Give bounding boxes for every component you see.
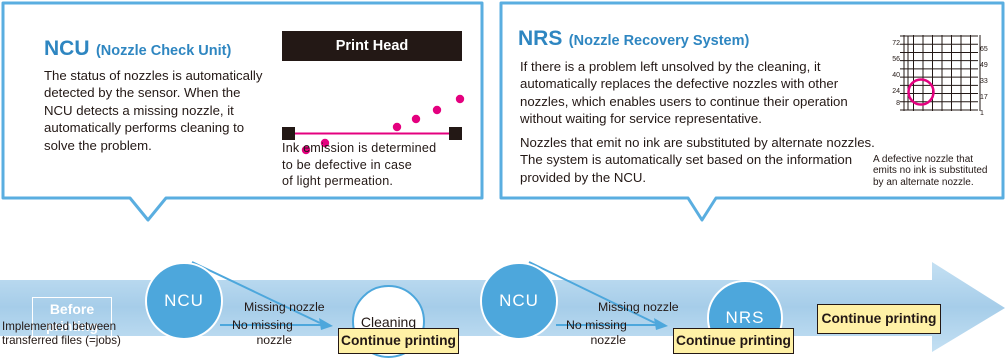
continue-printing-main: Continue printing (817, 304, 941, 334)
grid-number-8: 8 (896, 100, 900, 107)
grid-number-72: 72 (892, 40, 900, 47)
ncu-circle-2: NCU (480, 262, 558, 340)
nrs-panel-title: NRS (Nozzle Recovery System) (518, 27, 749, 51)
ncu-panel-title: NCU (Nozzle Check Unit) (44, 37, 231, 61)
ink-dots (301, 94, 465, 155)
grid-right-numbers: 65 49 33 17 1 (980, 42, 1000, 122)
nrs-callout-box (499, 1, 1005, 222)
nrs-paragraph-2: Nozzles that emit no ink are substituted… (520, 135, 875, 185)
continue-printing-2: Continue printing (673, 328, 794, 354)
grid-number-17: 17 (980, 94, 988, 101)
flow-arrowheads (319, 318, 668, 330)
footnote: Implemented between transferred files (=… (2, 320, 121, 347)
ncu-title: NCU (44, 37, 90, 60)
grid-caption: A defective nozzle that emits no ink is … (873, 154, 988, 188)
grid-number-56: 56 (892, 56, 900, 63)
grid-number-1: 1 (980, 110, 984, 117)
grid-number-24: 24 (892, 88, 900, 95)
no-missing-label-2: No missing nozzle (566, 318, 627, 347)
grid-number-49: 49 (980, 62, 988, 69)
continue-printing-1: Continue printing (338, 328, 459, 354)
before-printing-box: Before printing (32, 297, 112, 339)
missing-nozzle-label-2: Missing nozzle (598, 300, 679, 314)
nrs-title: NRS (518, 27, 563, 50)
grid-number-65: 65 (980, 46, 988, 53)
flow-connectors (191, 261, 663, 326)
grid-number-40: 40 (892, 72, 900, 79)
ncu-description: The status of nozzles is automatically d… (44, 68, 263, 153)
no-missing-label-1: No missing nozzle (232, 318, 293, 347)
nrs-paragraph-1: If there is a problem left unsolved by t… (520, 59, 848, 127)
grid-number-33: 33 (980, 78, 988, 85)
missing-nozzle-label-1: Missing nozzle (244, 300, 325, 314)
ncu-circle-1: NCU (145, 262, 223, 340)
defective-nozzle-highlight (907, 78, 935, 106)
nrs-subtitle: (Nozzle Recovery System) (568, 33, 750, 49)
print-head-label: Print Head (282, 31, 462, 61)
ncu-subtitle: (Nozzle Check Unit) (95, 43, 232, 59)
ncu-caption: Ink emission is determined to be defecti… (282, 141, 437, 188)
print-head-illustration (282, 94, 465, 155)
grid-left-numbers: 72 56 40 24 8 (880, 36, 900, 108)
